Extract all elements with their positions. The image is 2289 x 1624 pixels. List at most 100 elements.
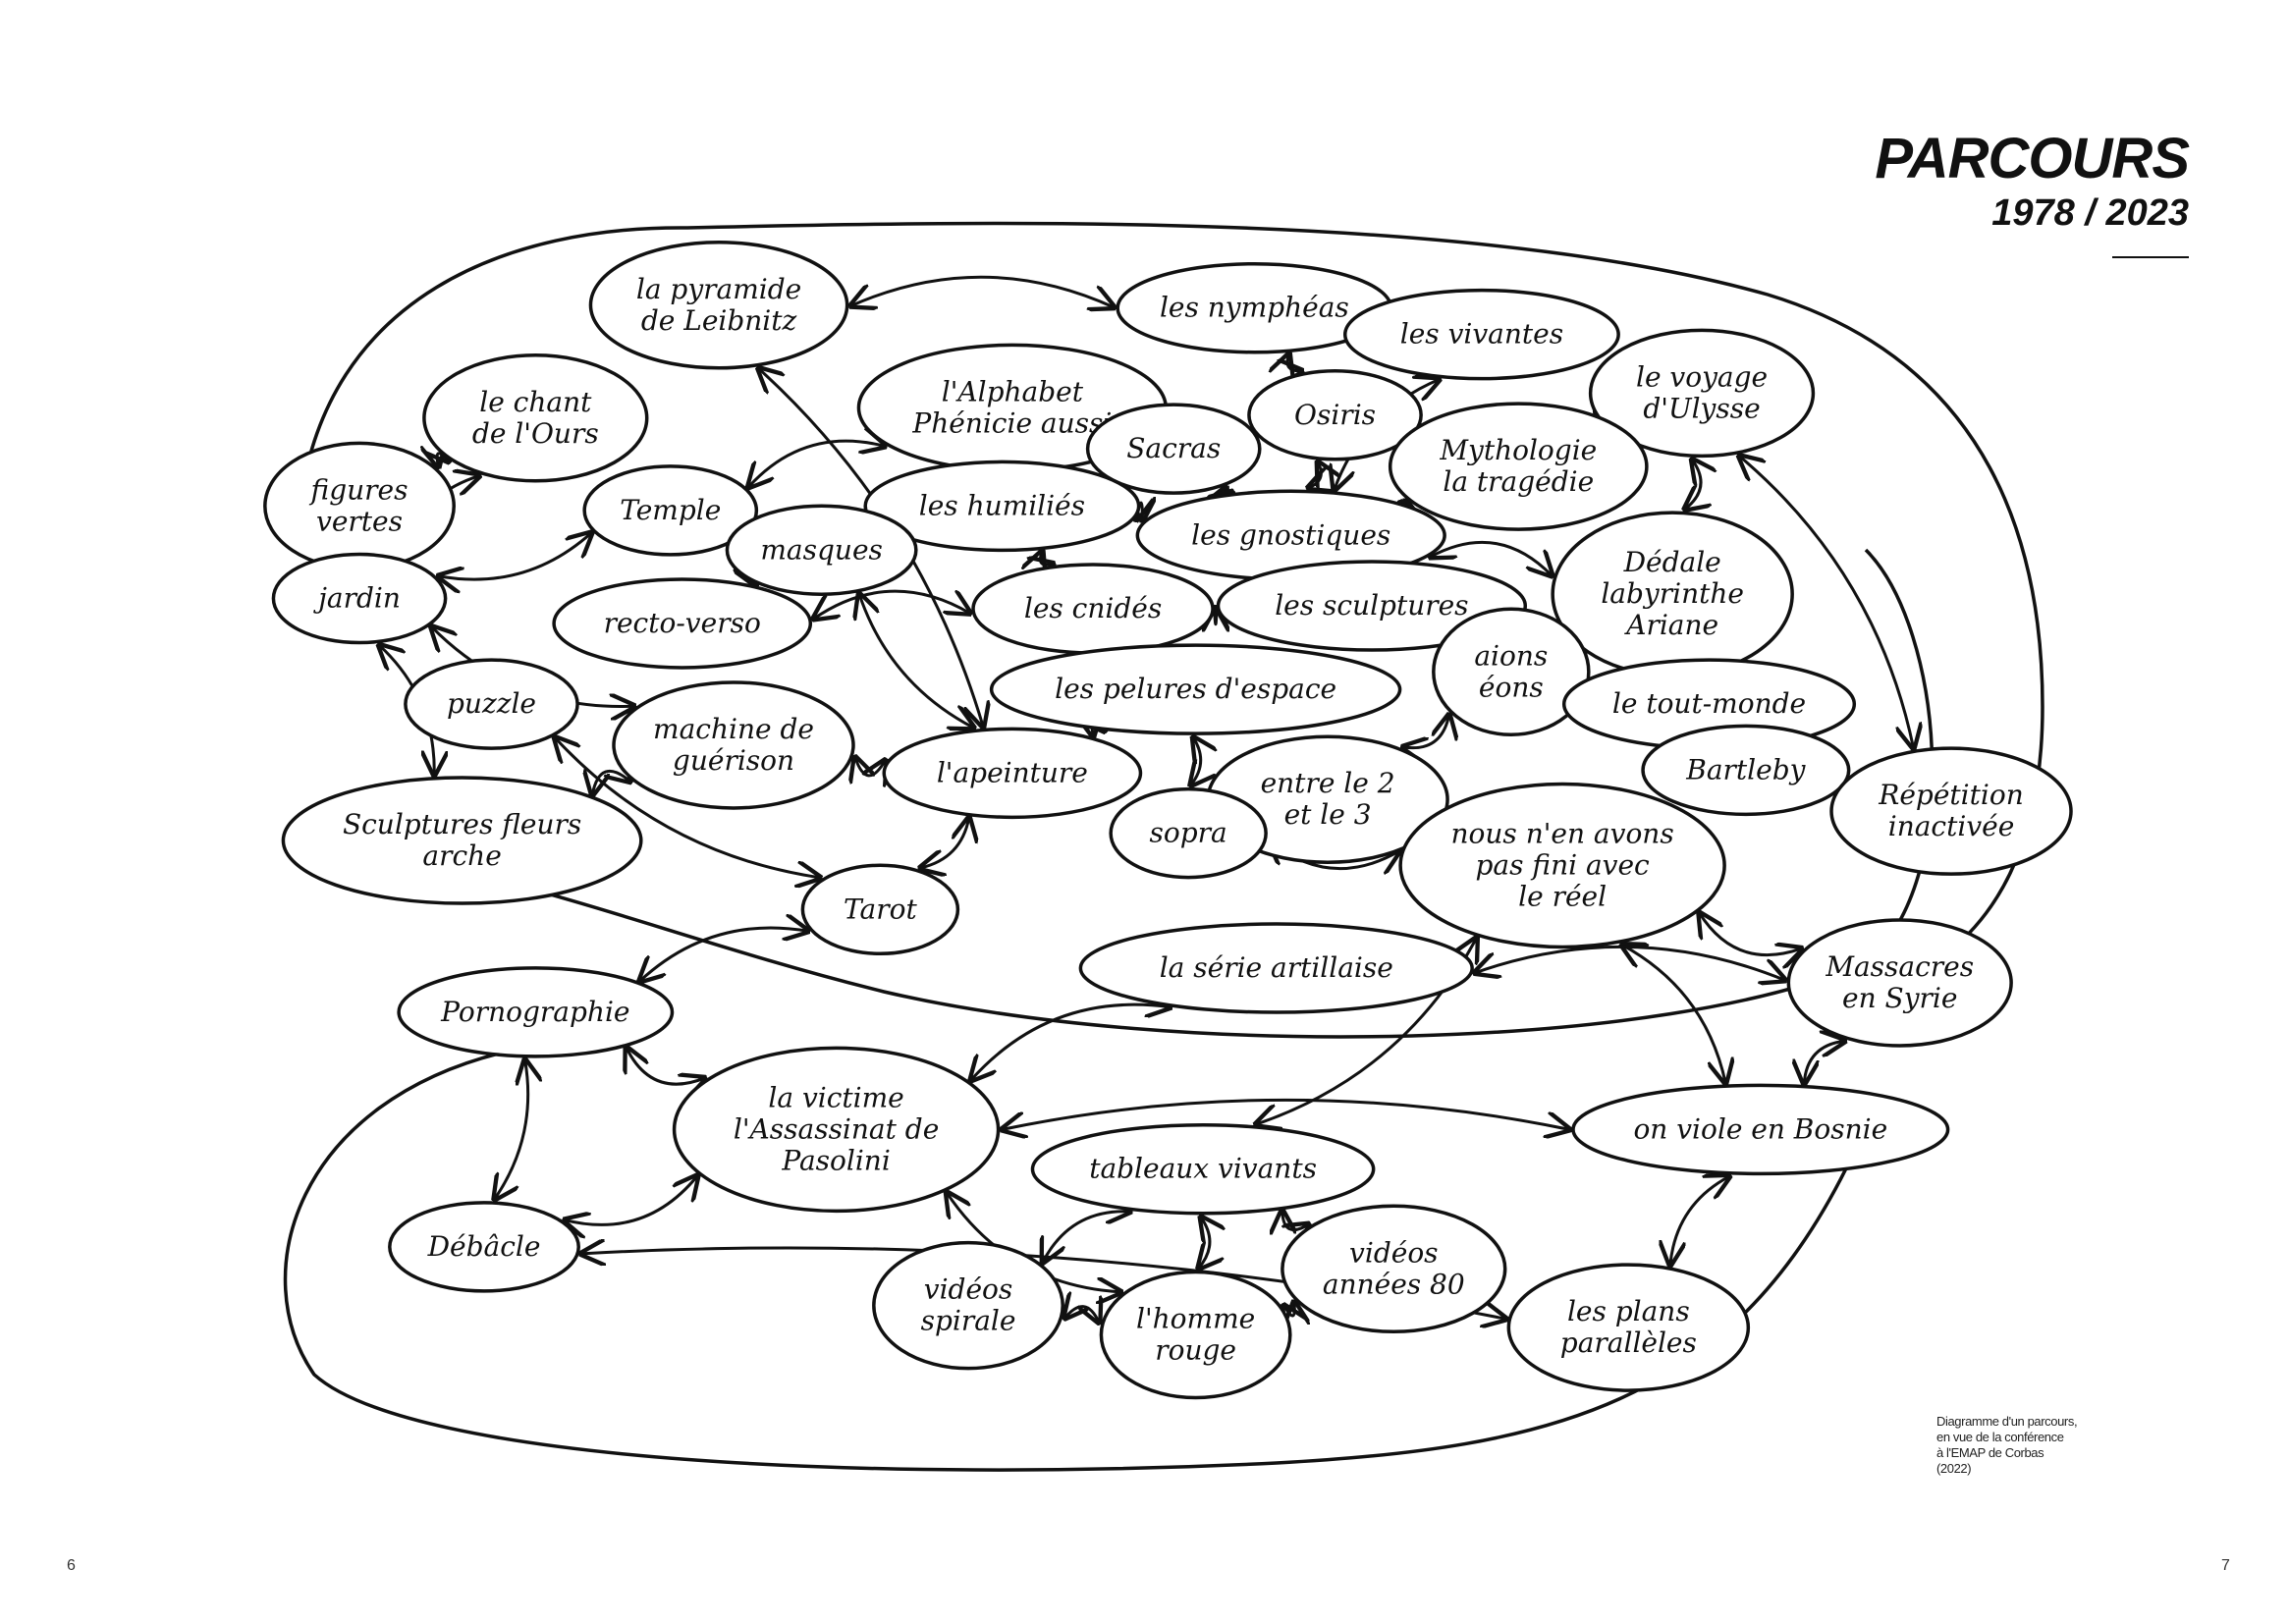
node-pelures: les pelures d'espace bbox=[989, 643, 1402, 735]
edge-arrow bbox=[1282, 1211, 1309, 1230]
node-label: le réel bbox=[1518, 880, 1607, 912]
node-label: machine de bbox=[653, 713, 814, 745]
node-label: sopra bbox=[1150, 817, 1227, 849]
node-debacle: Débâcle bbox=[388, 1201, 580, 1293]
node-label: les humiliés bbox=[919, 489, 1085, 521]
node-label: Sculptures fleurs bbox=[343, 808, 581, 840]
node-label: puzzle bbox=[447, 687, 536, 720]
node-toutmonde: le tout-monde bbox=[1561, 658, 1857, 750]
node-tarot: Tarot bbox=[800, 863, 960, 956]
node-bubble bbox=[725, 504, 918, 596]
edge-arrow bbox=[495, 1060, 528, 1200]
node-label: l'Alphabet bbox=[942, 375, 1084, 407]
node-label: on viole en Bosnie bbox=[1633, 1112, 1887, 1145]
node-label: les nymphéas bbox=[1160, 292, 1349, 324]
node-label: de Leibnitz bbox=[641, 304, 797, 337]
node-label: et le 3 bbox=[1284, 798, 1372, 831]
node-label: le voyage bbox=[1636, 360, 1768, 393]
page-subtitle-years: 1978 / 2023 bbox=[1991, 192, 2189, 234]
node-bubble bbox=[1829, 746, 2073, 876]
caption-line: (2022) bbox=[1936, 1461, 1972, 1476]
node-label: arche bbox=[422, 839, 501, 872]
node-jardin: jardin bbox=[271, 552, 448, 645]
node-bubble bbox=[422, 353, 649, 483]
node-bubble bbox=[1588, 328, 1816, 459]
node-label: la série artillaise bbox=[1160, 951, 1393, 984]
node-bubble bbox=[1571, 1083, 1950, 1176]
node-tableaux: tableaux vivants bbox=[1030, 1122, 1376, 1216]
caption-line: à l'EMAP de Corbas bbox=[1936, 1445, 2044, 1460]
edge-arrow bbox=[1043, 1212, 1130, 1263]
caption-line: Diagramme d'un parcours, bbox=[1936, 1414, 2078, 1429]
node-serie: la série artillaise bbox=[1078, 922, 1474, 1014]
node-bubble bbox=[882, 727, 1143, 820]
node-label: Phénicie aussi bbox=[911, 406, 1112, 439]
node-bubble bbox=[552, 577, 813, 670]
node-bubble bbox=[281, 776, 643, 905]
node-label: vidéos bbox=[924, 1273, 1013, 1306]
node-entre: entre le 2et le 3 bbox=[1206, 734, 1449, 864]
node-bubble bbox=[1247, 369, 1423, 461]
edge-arrow bbox=[1064, 1307, 1099, 1323]
node-bubble bbox=[800, 863, 960, 956]
node-bubble bbox=[612, 680, 855, 810]
node-label: guérison bbox=[673, 744, 794, 777]
node-label: Sacras bbox=[1126, 432, 1221, 464]
node-label: Ariane bbox=[1623, 609, 1718, 641]
node-label: aions bbox=[1474, 639, 1548, 672]
node-label: les vivantes bbox=[1400, 318, 1563, 351]
node-label: les plans bbox=[1567, 1295, 1690, 1327]
node-bubble bbox=[1281, 1204, 1507, 1334]
edge-arrow bbox=[1403, 715, 1449, 747]
node-puzzle: puzzle bbox=[404, 658, 579, 750]
node-label: Pornographie bbox=[440, 996, 629, 1028]
node-label: Mythologie bbox=[1439, 434, 1597, 466]
node-label: années 80 bbox=[1323, 1268, 1465, 1300]
figure-caption: Diagramme d'un parcours, en vue de la co… bbox=[1936, 1414, 2078, 1477]
edge-arrow bbox=[1685, 460, 1701, 509]
node-label: spirale bbox=[921, 1305, 1016, 1337]
edge-arrow bbox=[1700, 913, 1802, 955]
node-label: le tout-monde bbox=[1612, 687, 1806, 720]
edge-arrow bbox=[859, 594, 973, 728]
node-label: la victime bbox=[768, 1081, 903, 1113]
node-bubble bbox=[863, 460, 1141, 553]
node-bubble bbox=[1085, 403, 1262, 495]
node-humilies: les humiliés bbox=[863, 460, 1141, 553]
edge-arrow bbox=[1431, 542, 1553, 575]
node-label: Temple bbox=[620, 494, 721, 526]
edge-arrow bbox=[920, 818, 968, 868]
node-label: rouge bbox=[1155, 1334, 1236, 1367]
node-label: vidéos bbox=[1349, 1236, 1439, 1269]
node-bubble bbox=[271, 552, 448, 645]
node-bubble bbox=[1506, 1263, 1751, 1392]
caption-line: en vue de la conférence bbox=[1936, 1430, 2064, 1444]
node-porno: Pornographie bbox=[397, 966, 675, 1058]
node-sopra: sopra bbox=[1109, 786, 1268, 880]
node-label: la tragédie bbox=[1443, 465, 1594, 498]
node-bubble bbox=[672, 1046, 1001, 1214]
node-bubble bbox=[588, 241, 849, 370]
node-bubble bbox=[404, 658, 579, 750]
node-label: recto-verso bbox=[604, 607, 761, 639]
node-label: l'apeinture bbox=[937, 756, 1088, 788]
node-bubble bbox=[1342, 288, 1620, 381]
node-bubble bbox=[1388, 402, 1649, 531]
node-label: Pasolini bbox=[781, 1144, 890, 1176]
node-bubble bbox=[989, 643, 1402, 735]
node-label: Osiris bbox=[1294, 399, 1376, 431]
node-cnides: les cnidés bbox=[971, 563, 1215, 655]
node-label: Tarot bbox=[844, 893, 917, 925]
